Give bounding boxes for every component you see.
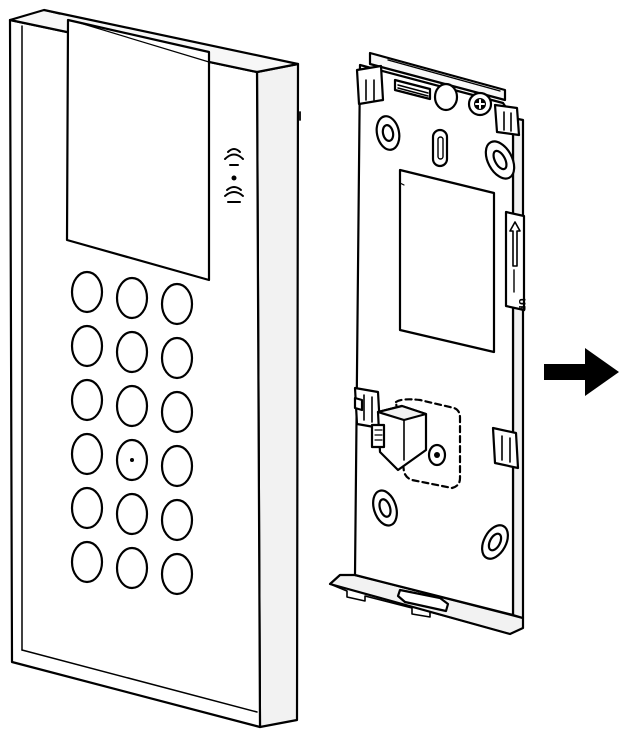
keypad-key-r6-c1 [70, 540, 104, 584]
bracket-clip [396, 588, 450, 613]
bracket-latch-right [491, 426, 520, 470]
bracket-side-wall [511, 116, 525, 620]
card-reader-icon [224, 148, 244, 166]
bracket-center-window [398, 168, 496, 354]
display-window [65, 18, 211, 282]
status-led-icon [231, 175, 237, 181]
hinge-tab-left [355, 64, 385, 106]
keypad-buttons [70, 270, 194, 596]
mounting-slot-top-center [431, 128, 449, 168]
tamper-switch [370, 398, 462, 490]
keypad-key-r3-c1 [70, 378, 104, 422]
keypad-key-r1-c2 [115, 276, 149, 320]
mounting-slot-bottom-right [481, 524, 509, 560]
keypad-key-r2-c1 [70, 324, 104, 368]
keypad-locator-dot-icon [130, 458, 134, 462]
mounting-slot-top-right [484, 140, 516, 180]
bracket-vent [393, 78, 432, 101]
screw-icon [467, 91, 493, 117]
direction-arrow-icon [544, 348, 619, 396]
keypad-key-r2-c2 [115, 330, 149, 374]
keypad-key-r2-c3 [160, 336, 194, 380]
bracket-round-hole [433, 82, 459, 112]
keypad-key-r5-c3 [160, 498, 194, 542]
keypad-key-r1-c1 [70, 270, 104, 314]
keypad-device [8, 8, 301, 729]
keypad-key-r3-c3 [160, 390, 194, 434]
device-side-face [255, 62, 300, 729]
keypad-key-r5-c1 [70, 486, 104, 530]
bracket-latch-left [353, 386, 382, 430]
mounting-slot-bottom-left [372, 489, 398, 527]
keypad-key-r3-c2 [115, 384, 149, 428]
speaker-icon [224, 186, 244, 203]
keypad-key-r5-c2 [115, 492, 149, 536]
keypad-key-r1-c3 [160, 282, 194, 326]
hinge-tab-right [493, 103, 521, 137]
keypad-key-r6-c3 [160, 552, 194, 596]
up-indicator: UP [504, 210, 526, 312]
keypad-key-r4-c1 [70, 432, 104, 476]
mounting-slot-top-left [375, 115, 401, 151]
keypad-key-r4-c3 [160, 444, 194, 488]
up-label: UP [516, 298, 526, 312]
keypad-key-r6-c2 [115, 546, 149, 590]
mounting-bracket: UP [328, 51, 526, 636]
